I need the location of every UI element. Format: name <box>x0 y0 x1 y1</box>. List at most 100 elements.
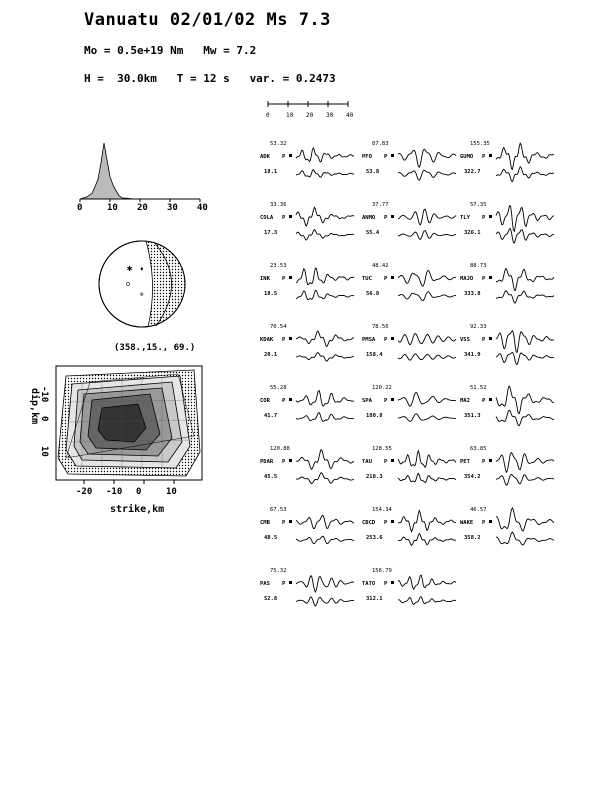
slip-map-ylabel: dip,km <box>29 388 41 424</box>
station-azimuth: 354.2 <box>464 474 481 480</box>
station-amplitude: 87.83 <box>372 141 389 147</box>
scale-tick-label: 40 <box>346 112 354 119</box>
station-phase: P <box>282 154 286 160</box>
phase-marker <box>489 520 492 523</box>
station-amplitude: 37.77 <box>372 202 389 208</box>
station-phase: P <box>384 459 388 465</box>
station-azimuth: 56.8 <box>366 291 379 297</box>
stf-tick-label: 40 <box>197 203 208 213</box>
synthetic-waveform <box>397 596 457 606</box>
station-azimuth: 333.8 <box>464 291 481 297</box>
station-amplitude: 120.88 <box>270 446 290 452</box>
station-phase: P <box>282 215 286 221</box>
station-phase: P <box>384 398 388 404</box>
station-azimuth: 158.4 <box>366 352 383 358</box>
slip-ytick-label: -10 <box>39 386 49 402</box>
synthetic-waveform <box>495 228 555 244</box>
station-azimuth: 17.3 <box>264 230 277 236</box>
synthetic-waveform <box>397 532 456 547</box>
synthetic-waveform <box>296 471 355 485</box>
station-phase: P <box>384 520 388 526</box>
station-phase: P <box>282 398 286 404</box>
station-phase: P <box>384 337 388 343</box>
slip-xtick-label: 0 <box>136 487 141 497</box>
phase-marker <box>391 276 394 279</box>
station-phase: P <box>282 459 286 465</box>
station-azimuth: 20.1 <box>264 352 278 358</box>
phase-marker <box>489 337 492 340</box>
mechanism-t-axis: ♦ <box>140 266 144 273</box>
synthetic-waveform <box>397 169 457 181</box>
observed-waveform <box>295 448 355 471</box>
station-name: PDAR <box>260 459 274 465</box>
station-name: GUMO <box>460 154 474 160</box>
station-azimuth: 218.3 <box>366 474 383 480</box>
station-name: TATO <box>362 581 376 587</box>
station-amplitude: 46.57 <box>470 507 487 513</box>
station-phase: P <box>282 337 286 343</box>
observed-waveform <box>397 574 457 591</box>
observed-waveform <box>397 449 457 469</box>
observed-waveform <box>397 269 456 287</box>
station-phase: P <box>482 154 486 160</box>
phase-marker <box>391 215 394 218</box>
station-amplitude: 57.35 <box>470 202 487 208</box>
phase-marker <box>289 215 292 218</box>
slip-grid <box>67 376 195 472</box>
station-name: COLA <box>260 215 274 221</box>
scale-tick-label: 30 <box>326 112 334 119</box>
station-azimuth: 326.1 <box>464 230 481 236</box>
station-amplitude: 155.35 <box>470 141 490 147</box>
synthetic-waveform <box>295 168 355 178</box>
focal-mechanism: ✱ ♦ ⊕ <box>98 240 186 328</box>
observed-waveform <box>397 148 457 169</box>
station-name: PAS <box>260 581 270 587</box>
slip-map-xlabel: strike,km <box>110 503 164 515</box>
station-amplitude: 55.28 <box>270 385 287 391</box>
station-name: PET <box>460 459 471 465</box>
station-azimuth: 52.8 <box>264 596 277 602</box>
observed-waveform <box>495 205 555 233</box>
phase-marker <box>391 398 394 401</box>
station-name: COR <box>260 398 271 404</box>
station-phase: P <box>482 520 486 526</box>
stf-tick-label: 0 <box>77 203 82 213</box>
station-phase: P <box>282 276 286 282</box>
phase-marker <box>391 520 394 523</box>
station-azimuth: 358.2 <box>464 535 481 541</box>
observed-waveform <box>295 514 355 530</box>
station-phase: P <box>282 581 286 587</box>
station-azimuth: 48.5 <box>264 535 277 541</box>
slip-ytick-label: 10 <box>39 446 49 457</box>
observed-waveform <box>295 147 355 163</box>
station-name: INK <box>260 276 271 282</box>
synthetic-waveform <box>495 409 555 427</box>
station-name: TAU <box>362 459 373 465</box>
phase-marker <box>289 398 292 401</box>
synthetic-waveform <box>295 228 355 241</box>
phase-marker <box>391 337 394 340</box>
station-name: MA2 <box>460 398 470 404</box>
observed-waveform <box>397 509 457 533</box>
station-amplitude: 51.52 <box>470 385 487 391</box>
station-azimuth: 41.7 <box>264 413 277 419</box>
